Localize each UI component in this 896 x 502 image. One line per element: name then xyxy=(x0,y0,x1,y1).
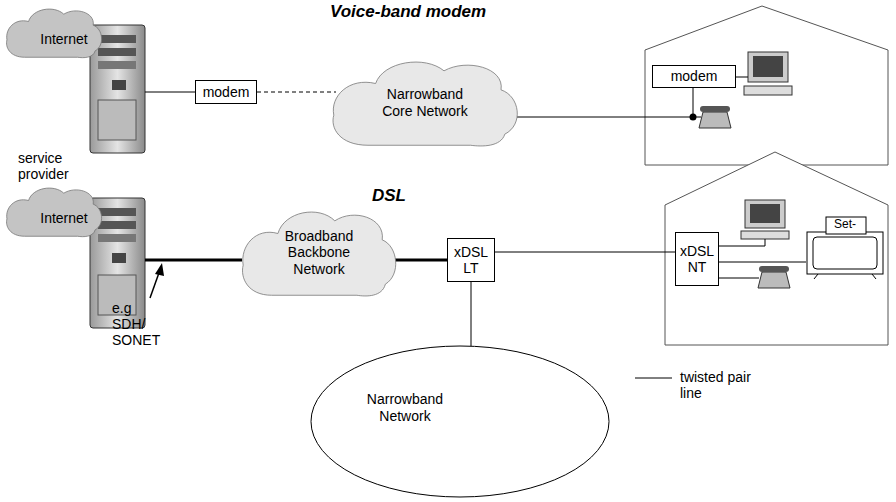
phone-icon xyxy=(699,106,731,128)
server-link xyxy=(145,92,195,93)
pointer-head xyxy=(155,263,164,276)
node-text: modem xyxy=(203,84,250,100)
wire xyxy=(736,77,748,78)
twisted-pair-connector xyxy=(257,92,336,93)
phone-icon xyxy=(758,266,790,288)
sdh-link xyxy=(145,259,242,262)
computer-icon xyxy=(744,52,792,95)
network-cloud: Narrowband Core Network xyxy=(330,55,520,150)
node-text: Broadband Backbone Network xyxy=(274,228,364,276)
network-termination-box: xDSL NT xyxy=(675,232,719,286)
node-text: Internet xyxy=(40,31,87,47)
network-ellipse-shape xyxy=(310,345,610,498)
legend-text: twisted pair line xyxy=(680,369,762,401)
house-outline xyxy=(645,6,888,165)
node-text: Narrowband Network xyxy=(358,391,453,423)
modem-box: modem xyxy=(652,65,736,88)
network-cloud: Broadband Backbone Network xyxy=(240,205,398,300)
twisted-pair-connector xyxy=(516,88,693,117)
node-text: Internet xyxy=(40,210,87,226)
node-text: xDSL LT xyxy=(451,244,491,276)
legend-line xyxy=(635,378,672,379)
provider-label: service provider xyxy=(18,150,90,182)
modem-box: modem xyxy=(195,80,257,104)
wire xyxy=(716,278,759,279)
internet-cloud: Internet xyxy=(5,5,103,60)
interface-label: e.g SDH/ SONET xyxy=(112,300,162,348)
section-heading: DSL xyxy=(372,186,406,206)
node-text: Narrowband Core Network xyxy=(378,86,473,118)
node-text: xDSL NT xyxy=(679,243,715,275)
house-outline xyxy=(665,152,888,345)
twisted-pair-connector xyxy=(471,282,472,346)
twisted-pair-connector xyxy=(719,262,806,263)
node-text: Set- xyxy=(834,218,856,232)
line-termination-box: xDSL LT xyxy=(447,238,495,282)
internet-cloud: Internet xyxy=(5,184,103,239)
computer-icon xyxy=(741,200,789,239)
section-heading: Voice-band modem xyxy=(330,2,486,22)
wire xyxy=(716,239,765,246)
node-text: modem xyxy=(671,68,718,84)
network-ellipse: Narrowband Network xyxy=(310,345,610,498)
tv-set: Set- xyxy=(806,216,884,280)
twisted-pair-connector xyxy=(395,259,447,262)
twisted-pair-connector xyxy=(495,252,675,253)
